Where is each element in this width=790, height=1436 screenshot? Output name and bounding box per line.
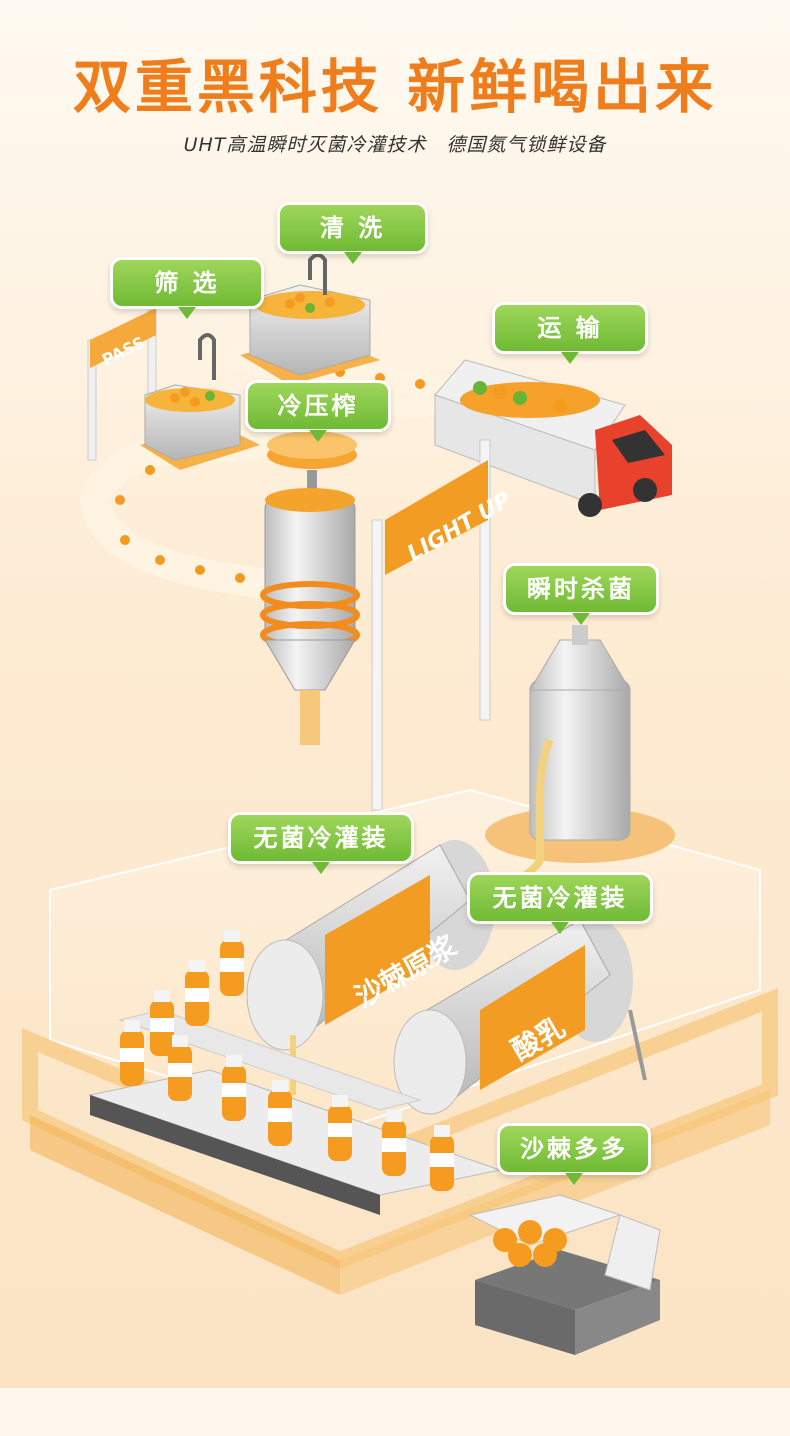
- light-up-sign: LIGHT UP: [371, 439, 516, 811]
- page-title: 双重黑科技 新鲜喝出来: [72, 53, 718, 121]
- bottle: [150, 990, 174, 1056]
- step-cold-press-label: 冷压榨: [245, 380, 391, 442]
- step-aseptic-fill-1-label: 无菌冷灌装: [228, 812, 414, 874]
- bottles: [120, 930, 454, 1191]
- bottle: [328, 1095, 352, 1161]
- step-screen-label: 筛 选: [110, 257, 264, 319]
- screening-machine: [140, 333, 260, 470]
- bottle: [382, 1110, 406, 1176]
- bottle: [220, 930, 244, 996]
- page-subtitle: UHT高温瞬时灭菌冷灌技术 德国氮气锁鲜设备: [183, 134, 607, 156]
- step-wash-label: 清 洗: [277, 202, 428, 264]
- bottle: [185, 960, 209, 1026]
- bottle: [168, 1035, 192, 1101]
- delivery-truck: [434, 359, 672, 517]
- washing-machine: [240, 253, 380, 385]
- footer-band: [0, 1388, 790, 1436]
- step-product-label: 沙棘多多: [497, 1123, 651, 1185]
- cold-press-machine: [260, 431, 360, 745]
- bottle: [120, 1020, 144, 1086]
- bottle: [222, 1055, 246, 1121]
- step-transport-label: 运 输: [492, 302, 648, 364]
- bottle: [268, 1080, 292, 1146]
- shipping-box: [468, 1194, 661, 1355]
- bottle: [430, 1125, 454, 1191]
- step-aseptic-fill-2-label: 无菌冷灌装: [467, 872, 653, 934]
- sterilization-tank: [468, 625, 675, 904]
- tank-yogurt: 酸乳: [393, 918, 647, 1115]
- step-sterilize-label: 瞬时杀菌: [503, 563, 659, 625]
